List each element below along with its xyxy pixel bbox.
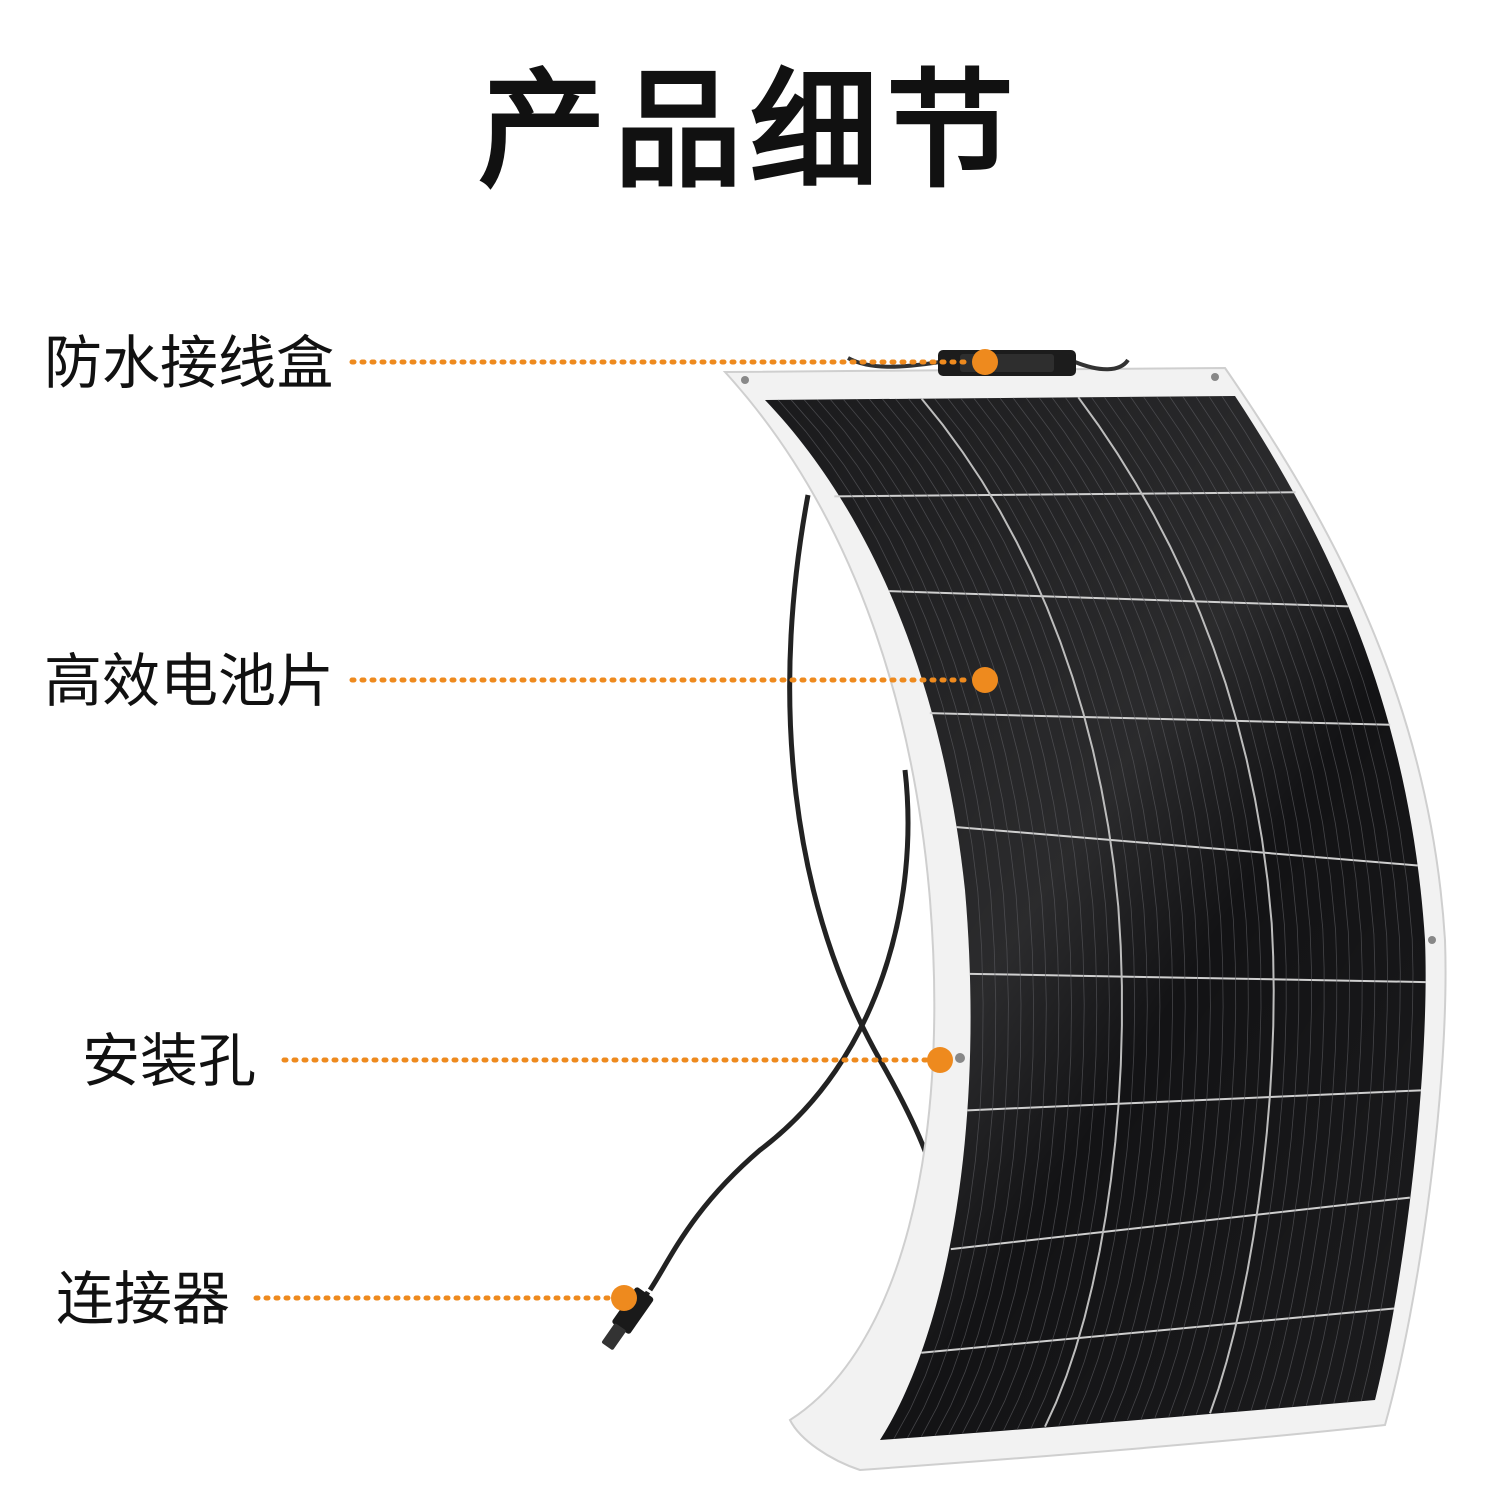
cell-busbar bbox=[895, 398, 1098, 1430]
mounting-hole bbox=[741, 376, 749, 384]
cell-busbar bbox=[973, 397, 1174, 1423]
mc4-connector bbox=[602, 1287, 654, 1350]
mounting-hole bbox=[955, 1053, 965, 1063]
callout-leaders bbox=[253, 349, 998, 1311]
cell-row-divider bbox=[929, 712, 1391, 726]
cell-busbar bbox=[803, 399, 1009, 1437]
cell-busbar bbox=[1130, 396, 1325, 1410]
cell-busbar bbox=[1182, 396, 1376, 1405]
callout-dot-junction-box bbox=[972, 349, 998, 375]
cell-busbar bbox=[1169, 396, 1363, 1406]
cell-busbar bbox=[1156, 396, 1350, 1407]
cell-busbar bbox=[1221, 395, 1414, 1402]
cell-busbar bbox=[842, 399, 1047, 1434]
callout-label-mounting-hole: 安装孔 bbox=[82, 1027, 257, 1095]
cell-busbar bbox=[856, 398, 1060, 1433]
mounting-hole bbox=[1211, 373, 1219, 381]
mounting-hole bbox=[1428, 936, 1436, 944]
cable-right bbox=[647, 769, 911, 1292]
cell-column-divider bbox=[1077, 396, 1275, 1414]
callout-label-junction-box: 防水接线盒 bbox=[44, 329, 335, 397]
cell-busbar bbox=[1038, 397, 1237, 1417]
cell-busbar bbox=[986, 397, 1186, 1422]
cell-busbar bbox=[1117, 396, 1312, 1411]
cell-busbar bbox=[790, 399, 997, 1438]
cell-busbar bbox=[1025, 397, 1224, 1418]
cell-busbar bbox=[1012, 397, 1211, 1420]
cell-busbar bbox=[1064, 397, 1262, 1415]
page-title: 产品细节 bbox=[477, 57, 1022, 206]
cell-busbar bbox=[882, 398, 1085, 1431]
cell-grid bbox=[777, 395, 1426, 1440]
cell-busbar bbox=[1091, 396, 1287, 1413]
cell-row-divider bbox=[834, 491, 1296, 498]
cell-busbar bbox=[1143, 396, 1338, 1408]
callout-label-solar-cells: 高效电池片 bbox=[44, 647, 335, 715]
cell-busbar bbox=[777, 399, 984, 1440]
cell-busbar bbox=[1104, 396, 1300, 1412]
cell-busbar bbox=[869, 398, 1072, 1432]
cell-busbar bbox=[829, 399, 1035, 1435]
cell-busbar bbox=[1195, 396, 1389, 1404]
cell-busbar bbox=[947, 398, 1148, 1425]
cell-busbar bbox=[960, 398, 1161, 1424]
cell-busbar bbox=[999, 397, 1199, 1421]
cell-busbar bbox=[934, 398, 1136, 1426]
cell-busbar bbox=[1208, 395, 1401, 1403]
cell-busbar bbox=[816, 399, 1022, 1436]
cell-busbar bbox=[908, 398, 1110, 1428]
callout-dot-mounting-hole bbox=[927, 1047, 953, 1073]
callout-dot-solar-cells bbox=[972, 667, 998, 693]
callout-label-connector: 连接器 bbox=[56, 1265, 231, 1333]
cell-column-divider bbox=[920, 398, 1123, 1428]
cell-busbar bbox=[1051, 397, 1249, 1416]
callout-dot-connector bbox=[611, 1285, 637, 1311]
